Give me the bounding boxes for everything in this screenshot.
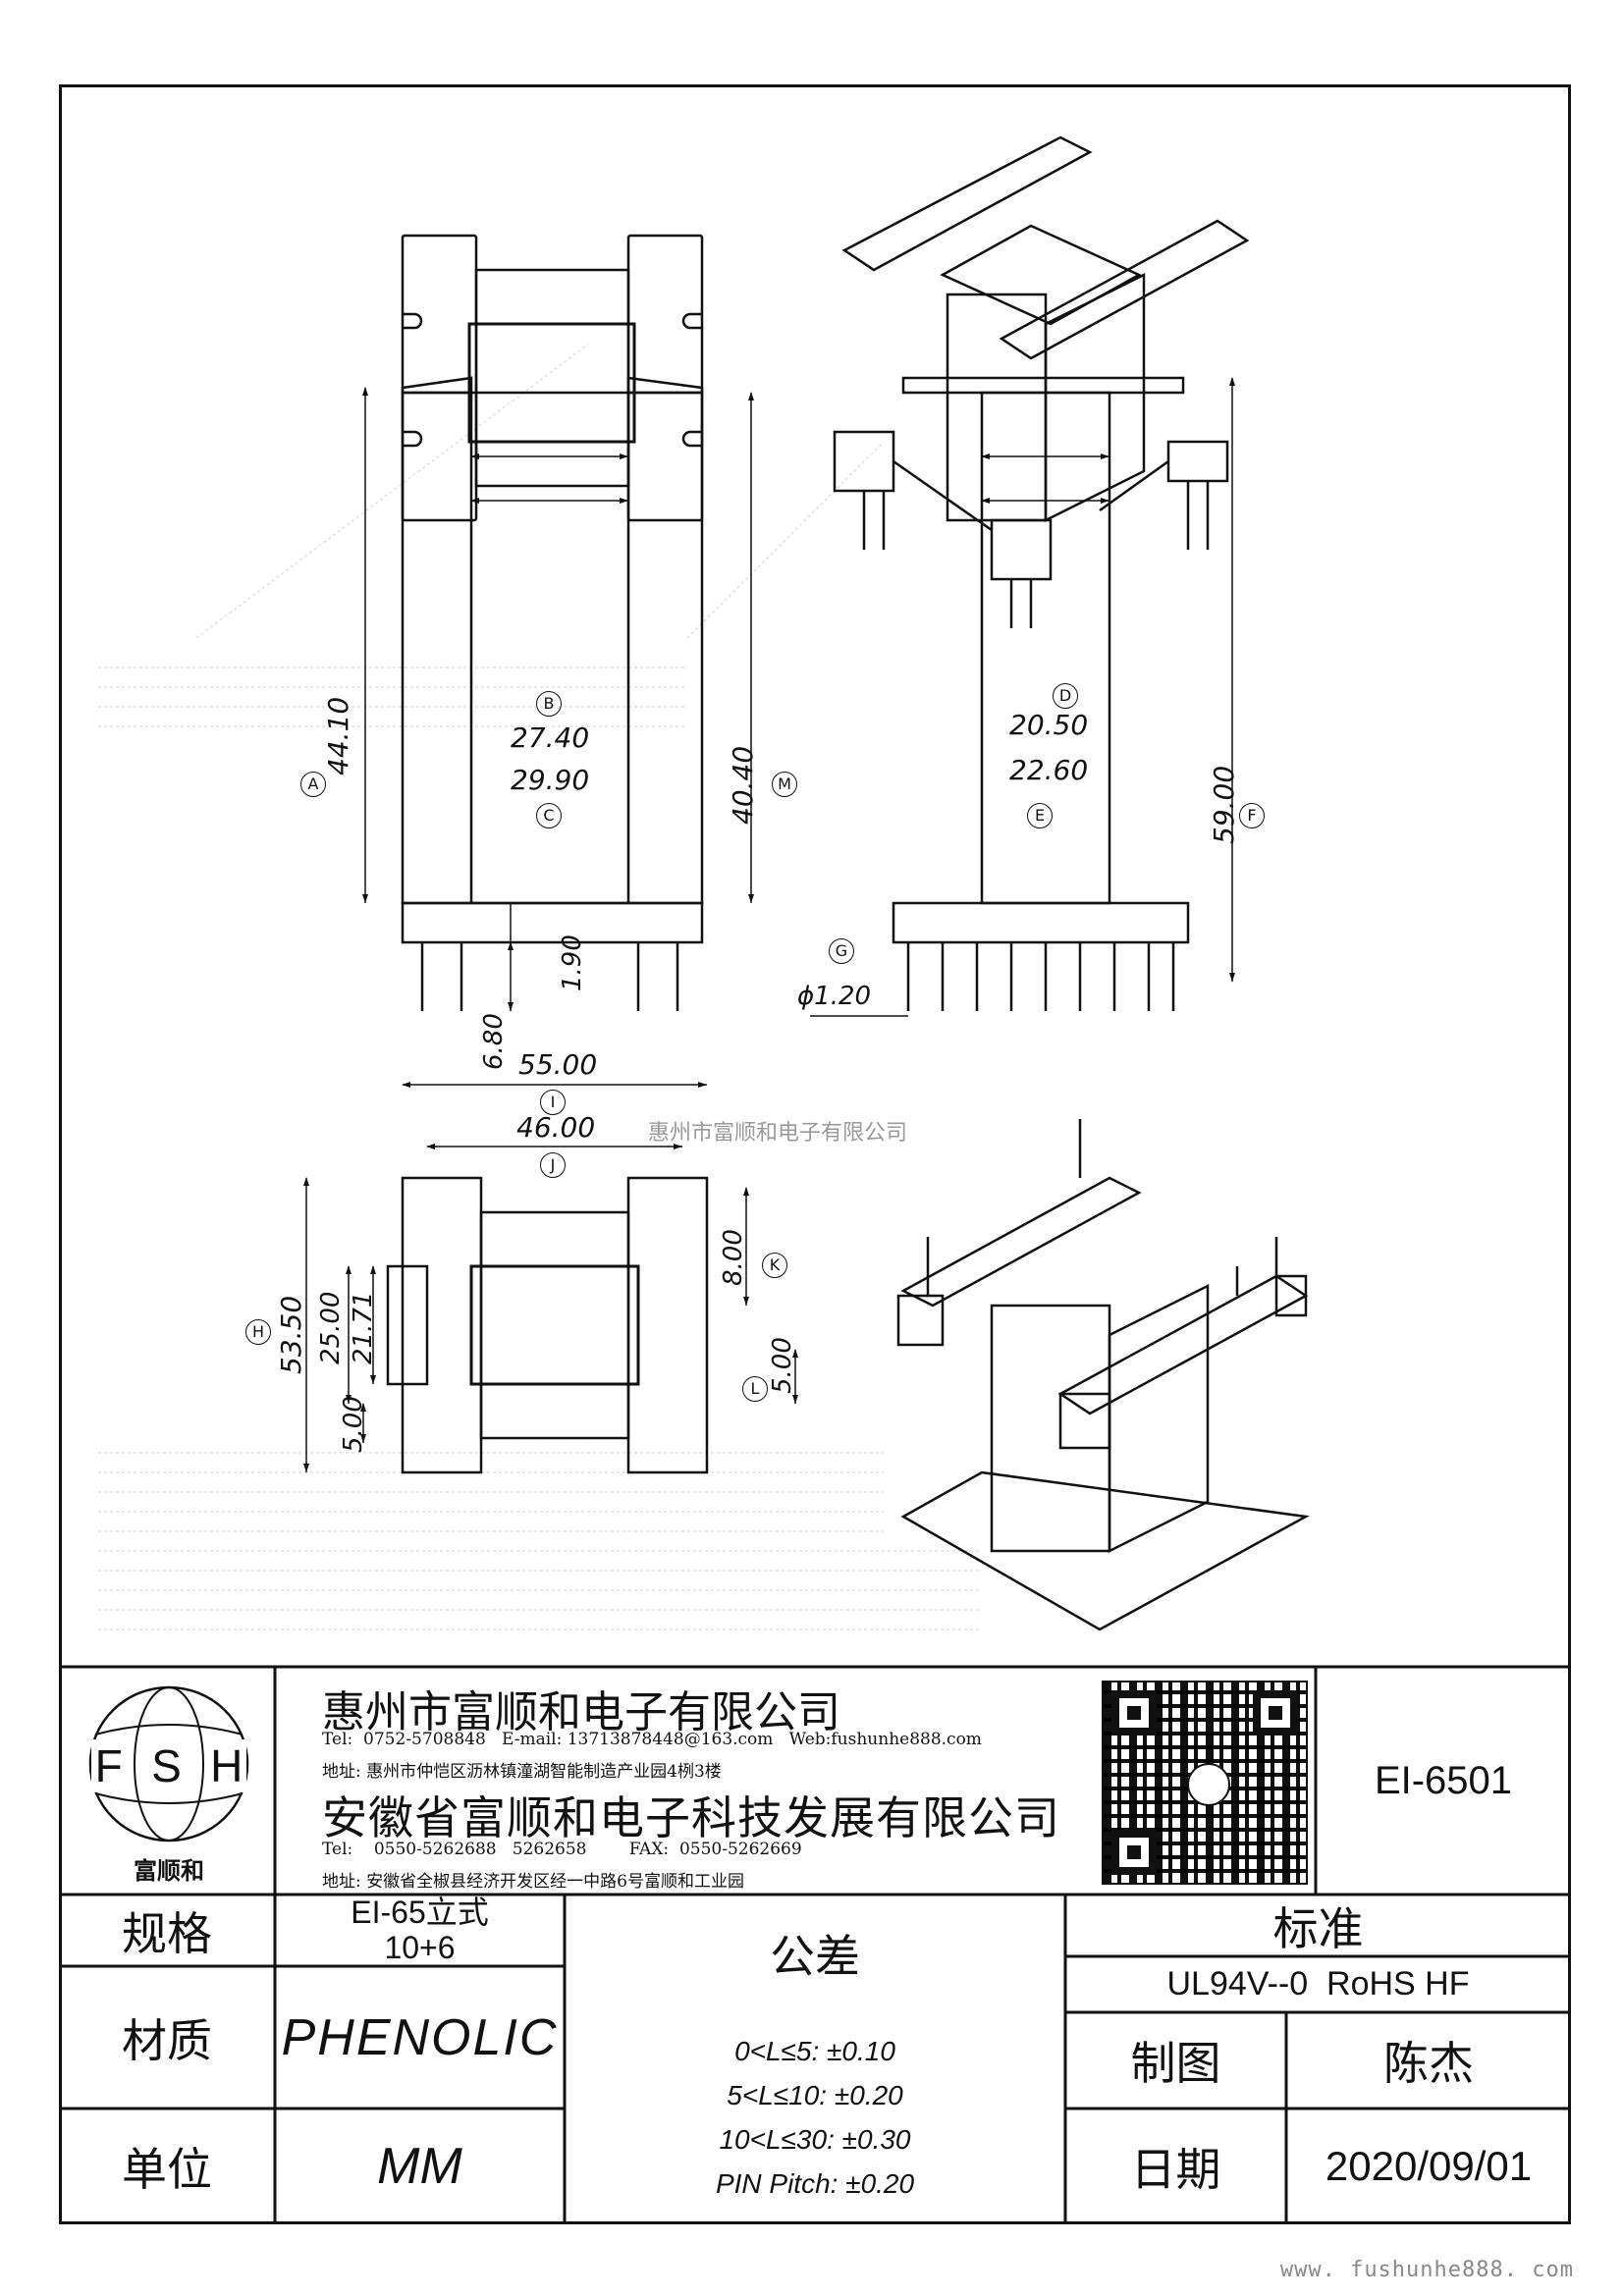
tolerance-row: 5<L≤10: ±0.20 [727,2080,903,2111]
material-value: PHENOLIC [281,2008,559,2066]
dim-25-value: 25.00 [316,1291,346,1364]
dim-I-value: 55.00 [518,1048,598,1081]
company1-address: 地址: 惠州市仲恺区沥林镇潼湖智能制造产业园4栵3楼 [322,1762,722,1782]
dim-M-label: M [772,772,797,797]
dim-M-value: 40.40 [727,745,759,825]
company1-contact: Tel: 0752-5708848 E-mail: 13713878448@16… [322,1730,982,1749]
dim-D-value: 20.50 [1009,709,1089,741]
drawn-by-label: 制图 [1130,2037,1221,2090]
dim-D-label: D [1053,683,1078,709]
logo-letter-h: H [206,1739,247,1792]
company2-address: 地址: 安徽省全椒县经济开发区经一中路6号富顺和工业园 [322,1872,744,1892]
date-label: 日期 [1130,2143,1221,2196]
standard-value: UL94V--0 RoHS HF [1166,1965,1470,2002]
dim-pin-length: 6.80 [479,1013,509,1070]
dim-K-label: K [762,1253,787,1278]
isometric-top [833,135,1250,628]
spec-value-line1: EI-65立式 [351,1895,489,1931]
logo-caption: 富顺和 [134,1856,204,1885]
dim-base-height: 1.90 [558,934,587,991]
dim-L-value: 5.00 [768,1337,797,1394]
dim-E-label: E [1027,803,1053,828]
tolerance-row: PIN Pitch: ±0.20 [715,2167,915,2199]
dim-C-label: C [536,803,562,828]
dim-A-label: A [300,772,326,797]
part-number: EI-6501 [1374,1758,1513,1802]
dim-J-value: 46.00 [516,1111,596,1144]
qr-code [1102,1681,1308,1885]
company1-name: 惠州市富顺和电子有限公司 [322,1687,840,1737]
spec-value-line2: 10+6 [384,1929,456,1965]
logo-letter-f: F [90,1739,127,1792]
company-logo: F S H 富顺和 [81,1681,257,1885]
bottom-view-dims [303,1082,798,1472]
dim-B-value: 27.40 [511,721,590,754]
company2-contact: Tel: 0550-5262688 5262658 FAX: 0550-5262… [322,1840,802,1859]
title-block-grid [59,1665,1571,2224]
footer-url: www. fushunhe888. com [1279,2258,1574,2282]
dim-G-value: ϕ1.20 [797,982,872,1011]
tolerance-row: 0<L≤5: ±0.10 [734,2036,895,2067]
isometric-bottom [896,1119,1310,1631]
watermark-text: 惠州市富顺和电子有限公司 [648,1121,908,1146]
front-view [401,376,704,1011]
top-view [401,234,704,522]
standard-label: 标准 [1272,1901,1364,1955]
dim-C-value: 29.90 [511,764,590,796]
side-view-pins [906,942,1175,1011]
dim-G-label: G [829,938,854,964]
dim-H-value: 53.50 [275,1295,307,1374]
dim-5-value: 5.00 [339,1396,368,1453]
company2-name: 安徽省富顺和电子科技发展有限公司 [322,1791,1060,1844]
dim-F-value: 59.00 [1208,765,1240,844]
drawn-by-value: 陈杰 [1383,2037,1474,2090]
dim-J-label: J [540,1152,566,1178]
side-view [892,376,1190,1011]
dim-E-value: 22.60 [1009,754,1089,786]
dim-L-label: L [742,1376,768,1402]
date-value: 2020/09/01 [1325,2143,1533,2189]
dim-I-label: I [540,1090,566,1115]
globe-icon [88,1685,249,1842]
bottom-view [386,1176,709,1474]
dim-2171-value: 21.71 [349,1291,378,1364]
spec-value: EI-65立式 10+6 [275,1895,565,1966]
dim-A-value: 44.10 [322,696,354,775]
unit-value: MM [377,2138,462,2195]
drawing-frame [59,84,1571,2224]
side-view-dims [810,377,1235,1017]
spec-label: 规格 [122,1906,212,1960]
material-label: 材质 [122,2013,212,2067]
dim-H-label: H [245,1319,271,1345]
front-view-dims [362,387,754,1011]
dim-F-label: F [1239,803,1265,828]
tolerance-list: 0<L≤5: ±0.10 5<L≤10: ±0.20 10<L≤30: ±0.3… [565,2012,1065,2224]
tolerance-row: 10<L≤30: ±0.30 [719,2124,911,2155]
dim-B-label: B [536,691,562,717]
unit-label: 单位 [122,2143,212,2196]
tolerance-label: 公差 [770,1930,860,1983]
logo-letter-s: S [147,1739,186,1792]
dim-K-value: 8.00 [719,1229,748,1286]
